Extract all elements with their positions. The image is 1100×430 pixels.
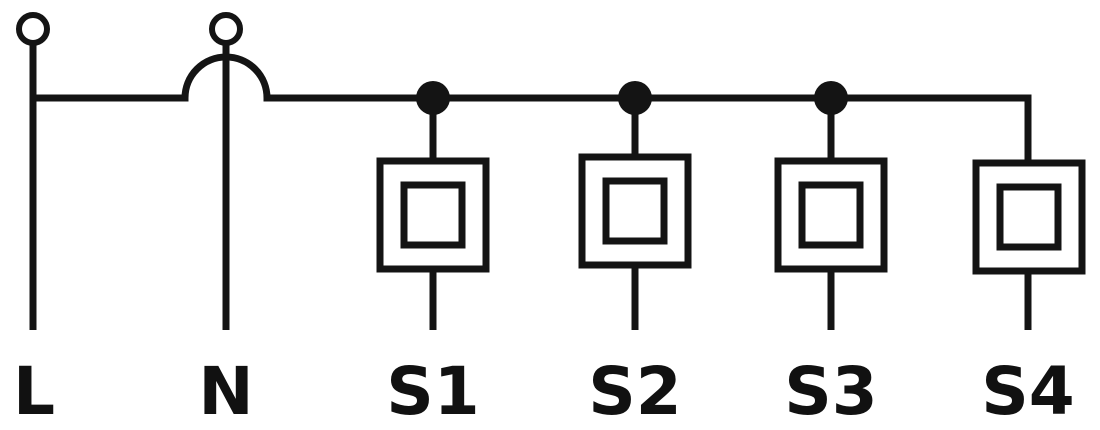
terminals-and-junctions — [16, 12, 848, 115]
label-S2: S2 — [588, 353, 681, 430]
switch-S1-symbol — [376, 157, 490, 273]
switch-S3-symbol — [774, 157, 888, 273]
label-L: L — [13, 353, 55, 430]
junction-dot-S3 — [814, 81, 848, 115]
switch-S2-symbol — [578, 153, 692, 269]
switch-S4-symbol — [972, 159, 1086, 275]
wires — [29, 40, 1032, 330]
switch-boxes — [376, 153, 1086, 275]
switch-inner-box — [798, 181, 864, 249]
terminal-L-icon — [16, 12, 50, 46]
switch-inner-box — [602, 177, 668, 245]
switch-inner-box — [400, 181, 466, 249]
switch-inner-box — [996, 183, 1062, 251]
label-S4: S4 — [981, 353, 1074, 430]
label-S1: S1 — [386, 353, 479, 430]
junction-dot-S2 — [618, 81, 652, 115]
terminal-N-icon — [209, 12, 243, 46]
labels: S1 S2 S3 S4 L N — [13, 353, 1075, 430]
bus-line — [33, 53, 1032, 102]
label-S3: S3 — [784, 353, 877, 430]
junction-dot-S1 — [416, 81, 450, 115]
label-N: N — [198, 353, 253, 430]
